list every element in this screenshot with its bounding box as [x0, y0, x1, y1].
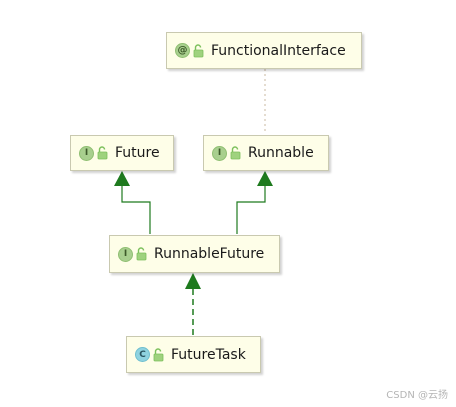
watermark: CSDN @云扬: [386, 390, 448, 401]
node-label: Runnable: [248, 145, 314, 161]
unlock-icon: [153, 347, 164, 361]
node-label: FunctionalInterface: [211, 42, 346, 59]
unlock-icon: [97, 146, 108, 160]
unlock-icon: [230, 146, 241, 160]
arrowhead-runnable: [257, 171, 273, 186]
arrowhead-runnablefuture: [185, 273, 201, 289]
interface-icon: I: [118, 246, 133, 262]
node-functional-interface[interactable]: @ FunctionalInterface: [166, 32, 362, 69]
unlock-icon: [193, 43, 204, 57]
unlock-icon: [136, 247, 147, 261]
node-label: Future: [115, 145, 160, 161]
class-icon: C: [135, 347, 150, 362]
edge-runnablefuture-runnable: [236, 183, 266, 234]
node-future-task[interactable]: C FutureTask: [126, 336, 261, 373]
node-future[interactable]: I Future: [70, 135, 174, 171]
edge-runnablefuture-future: [121, 183, 151, 234]
annotation-icon: @: [175, 43, 190, 58]
interface-icon: I: [79, 145, 94, 161]
node-runnable-future[interactable]: I RunnableFuture: [109, 235, 280, 273]
node-label: RunnableFuture: [154, 246, 265, 262]
node-runnable[interactable]: I Runnable: [203, 135, 329, 171]
node-label: FutureTask: [171, 346, 246, 363]
interface-icon: I: [212, 145, 227, 161]
arrowhead-future: [114, 171, 130, 186]
